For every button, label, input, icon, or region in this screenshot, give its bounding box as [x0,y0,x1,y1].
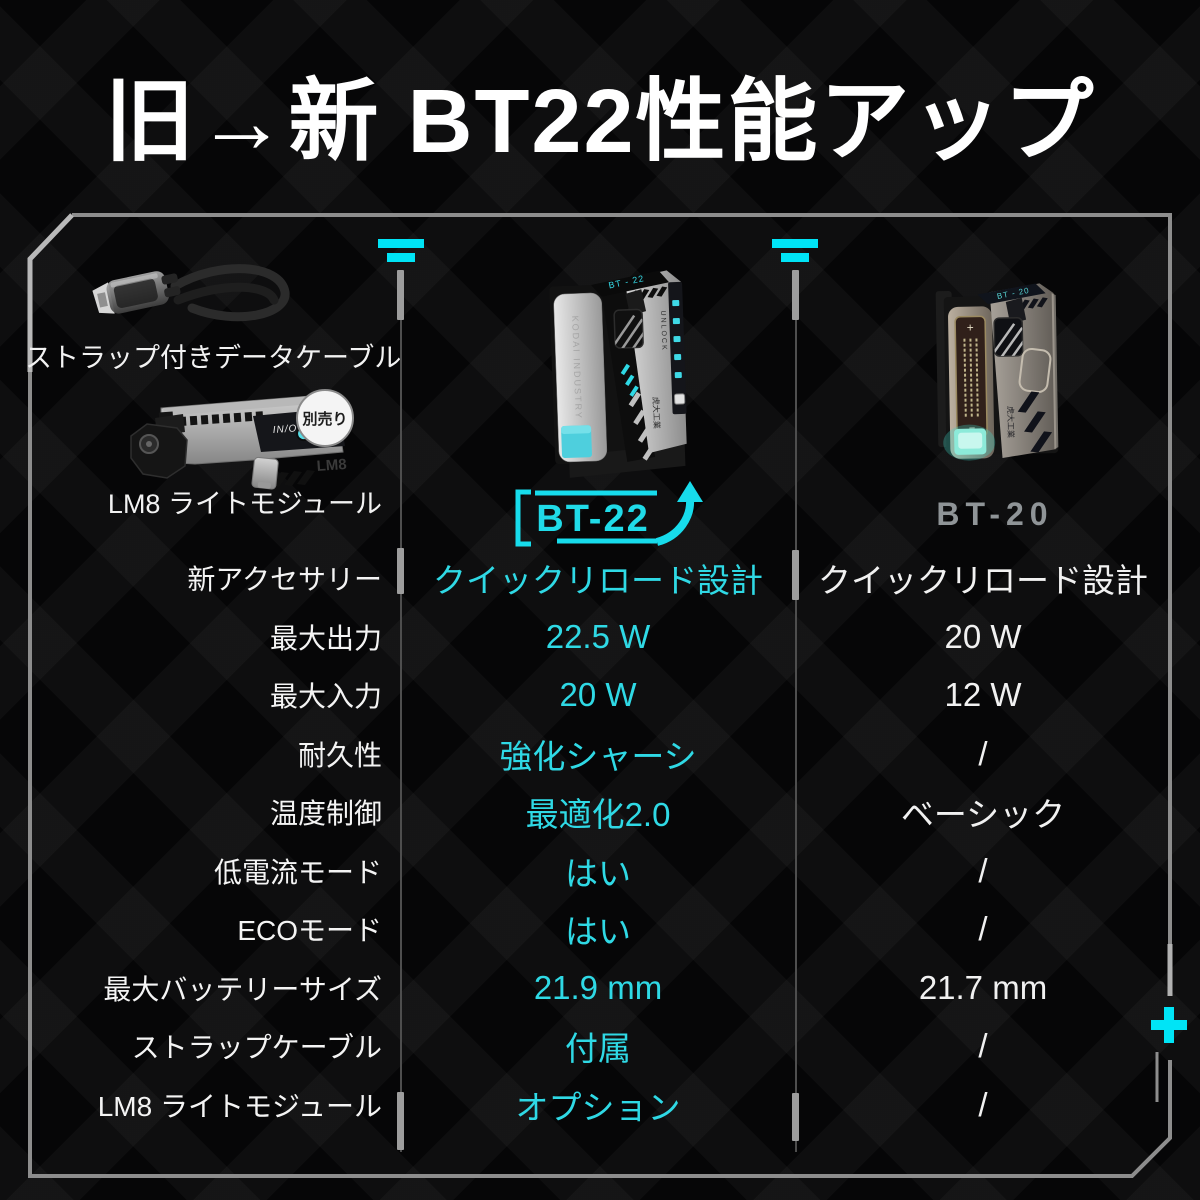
bt20-brand-text: 虎大工業 [1006,406,1017,438]
row-label: LM8 ライトモジュール [97,1091,382,1122]
strap-cable-label: ストラップ付きデータケーブル [25,343,402,373]
new-value: はい [565,913,631,950]
lm8-module-label: LM8 ライトモジュール [107,489,383,519]
lm8-name-text: LM8 [316,456,347,475]
bt22-product-image: KODAI INDUSTRY BT - 22 [549,270,687,478]
strap-cable-product-image [92,264,290,322]
bt20-product-image: + − BT - 20 [935,283,1059,461]
plus-icon [1151,1007,1187,1043]
spec-row: 新アクセサリー クイックリロード設計 クイックリロード設計 [0,552,1200,604]
new-value: オプション [515,1089,681,1126]
bt22-brand-text: 虎大工業 [651,397,662,429]
new-value: 21.9 mm [533,969,663,1006]
battery-minus-text: − [969,423,976,435]
arrow-up-icon [655,481,703,546]
bt22-unlock-text: UNLOCK [659,310,667,351]
old-value: / [978,1027,988,1064]
bt22-tube-brand-text: KODAI INDUSTRY [570,315,584,420]
row-label: 新アクセサリー [187,564,382,595]
spec-row: ストラップケーブル 付属 / [0,1020,1200,1072]
old-value: ベーシック [900,796,1066,833]
column-divider-right [792,270,799,1152]
spec-row: 低電流モード はい / [0,845,1200,897]
spec-row: 耐久性 強化シャーシ / [0,728,1200,780]
battery-plus-text: + [967,321,974,335]
new-value: はい [565,855,631,892]
row-label: 温度制御 [269,798,382,829]
column-divider-left [397,270,404,1152]
spec-row: 最大バッテリーサイズ 21.9 mm 21.7 mm [0,962,1200,1014]
row-label: ストラップケーブル [131,1032,382,1063]
row-label: 最大入力 [269,681,382,712]
new-value: 22.5 W [545,618,651,655]
bt22-name-plate: BT-22 [515,481,703,547]
old-value: / [978,1086,988,1123]
equals-icon [378,239,426,262]
old-value: / [978,735,988,772]
new-value: クイックリロード設計 [433,562,763,599]
old-value: 21.7 mm [918,969,1048,1006]
old-value: / [978,910,988,947]
spec-row: LM8 ライトモジュール オプション / [0,1079,1200,1131]
spec-row: 最大入力 20 W 12 W [0,669,1200,721]
spec-row: ECOモード はい / [0,903,1200,955]
row-label: ECOモード [237,915,382,946]
new-value: 20 W [559,676,637,713]
old-value: / [978,852,988,889]
new-value: 付属 [565,1030,631,1067]
row-label: 低電流モード [213,857,382,888]
sold-separately-badge: 別売り [296,389,354,447]
old-value: クイックリロード設計 [818,562,1148,599]
equals-icon [772,239,820,262]
old-value: 20 W [944,618,1022,655]
spec-row: 温度制御 最適化2.0 ベーシック [0,786,1200,838]
new-value: 強化シャーシ [499,738,697,775]
new-value: 最適化2.0 [525,796,671,833]
bt20-name-text: BT-20 [936,496,1054,532]
page-title: 旧→新 BT22性能アップ [104,72,1096,172]
row-label: 最大出力 [269,623,382,654]
bt22-name-text: BT-22 [536,498,649,540]
row-label: 耐久性 [297,740,382,771]
row-label: 最大バッテリーサイズ [103,974,382,1005]
old-value: 12 W [944,676,1022,713]
spec-row: 最大出力 22.5 W 20 W [0,611,1200,663]
